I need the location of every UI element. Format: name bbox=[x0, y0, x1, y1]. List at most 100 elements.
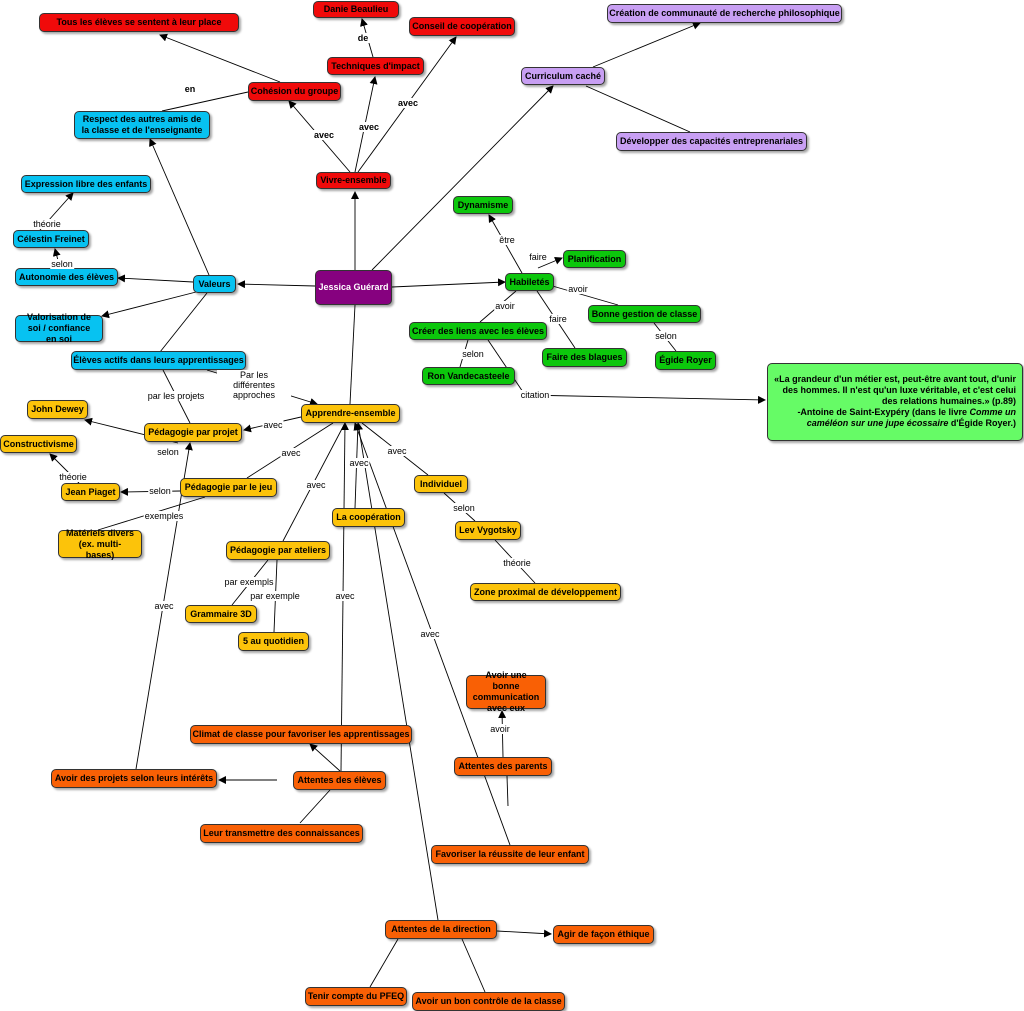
link-label-exemples: exemples bbox=[143, 511, 185, 521]
link-label-avoir-communication: avoir bbox=[489, 724, 511, 734]
node-john-dewey[interactable]: John Dewey bbox=[27, 400, 88, 419]
node-curriculum-cache[interactable]: Curriculum caché bbox=[521, 67, 605, 85]
node-planification[interactable]: Planification bbox=[563, 250, 626, 268]
node-jean-piaget[interactable]: Jean Piaget bbox=[61, 483, 120, 501]
node-expression-libre[interactable]: Expression libre des enfants bbox=[21, 175, 151, 193]
link-label-selon-vygotsky: selon bbox=[452, 503, 476, 513]
node-materiels-divers[interactable]: Matériels divers (ex. multi-bases) bbox=[58, 528, 142, 560]
connector-line-8 bbox=[592, 21, 701, 68]
link-label-avec-techniques: avec bbox=[357, 122, 381, 132]
connector-line-26 bbox=[524, 394, 766, 404]
node-projets-interets[interactable]: Avoir des projets selon leurs intérêts bbox=[51, 769, 217, 788]
node-tenir-compte-pfeq[interactable]: Tenir compte du PFEQ bbox=[305, 987, 407, 1006]
quote-source-prefix: -Antoine de Saint-Exypéry (dans le livre bbox=[797, 407, 970, 417]
node-pedagogie-par-ateliers[interactable]: Pédagogie par ateliers bbox=[226, 541, 330, 560]
node-egide-royer[interactable]: Égide Royer bbox=[655, 351, 716, 370]
node-attentes-parents[interactable]: Attentes des parents bbox=[454, 757, 552, 776]
connector-line-5 bbox=[161, 91, 249, 112]
connector-line-17 bbox=[391, 278, 506, 288]
connector-line-27 bbox=[349, 304, 356, 405]
node-jessica-guerard[interactable]: Jessica Guérard bbox=[315, 270, 392, 305]
connector-line-48 bbox=[309, 743, 341, 772]
node-pedagogie-par-projet[interactable]: Pédagogie par projet bbox=[144, 423, 242, 442]
link-label-par-exemple: par exemple bbox=[249, 591, 301, 601]
link-label-selon-piaget: selon bbox=[148, 486, 172, 496]
connector-line-14 bbox=[159, 292, 208, 353]
node-agir-ethique[interactable]: Agir de façon éthique bbox=[553, 925, 654, 944]
node-transmettre-connaissances[interactable]: Leur transmettre des connaissances bbox=[200, 824, 363, 843]
connector-line-20 bbox=[548, 284, 619, 306]
connector-line-51 bbox=[506, 775, 509, 807]
node-faire-des-blagues[interactable]: Faire des blagues bbox=[542, 348, 627, 367]
node-grammaire-3d[interactable]: Grammaire 3D bbox=[185, 605, 257, 623]
connector-line-19 bbox=[537, 257, 563, 269]
node-ron-vandecasteele[interactable]: Ron Vandecasteele bbox=[422, 367, 515, 385]
node-la-cooperation[interactable]: La coopération bbox=[332, 508, 405, 527]
link-label-avec-individuel: avec bbox=[386, 446, 408, 456]
connector-line-13 bbox=[101, 290, 201, 319]
node-valeurs[interactable]: Valeurs bbox=[193, 275, 236, 293]
node-lev-vygotsky[interactable]: Lev Vygotsky bbox=[455, 521, 521, 540]
link-label-avec-cooperation: avec bbox=[348, 458, 370, 468]
node-developper-capacites[interactable]: Développer des capacités entreprenariale… bbox=[616, 132, 807, 151]
link-label-theorie-freinet: théorie bbox=[32, 219, 62, 229]
link-label-selon-dewey: selon bbox=[156, 447, 180, 457]
link-label-en: en bbox=[183, 84, 197, 94]
link-label-avec-projet: avec bbox=[262, 420, 284, 430]
node-cohesion-groupe[interactable]: Cohésion du groupe bbox=[248, 82, 341, 101]
connector-line-52 bbox=[496, 929, 552, 938]
link-label-par-les-projets: par les projets bbox=[146, 391, 206, 401]
connector-line-50 bbox=[498, 710, 507, 758]
node-valorisation-soi[interactable]: Valorisation de soi / confiance en soi bbox=[15, 312, 103, 344]
node-attentes-eleves[interactable]: Attentes des élèves bbox=[293, 771, 386, 790]
node-constructivisme[interactable]: Constructivisme bbox=[0, 435, 77, 453]
connector-line-9 bbox=[585, 85, 691, 133]
link-label-theorie-zone: théorie bbox=[502, 558, 532, 568]
node-conseil-cooperation[interactable]: Conseil de coopération bbox=[409, 17, 515, 36]
link-label-selon-freinet: selon bbox=[50, 259, 74, 269]
node-respect-des-autres[interactable]: Respect des autres amis de la classe et … bbox=[74, 111, 210, 139]
node-creer-des-liens[interactable]: Créer des liens avec les élèves bbox=[409, 322, 547, 340]
node-eleves-actifs[interactable]: Élèves actifs dans leurs apprentissages bbox=[71, 351, 246, 370]
link-label-avoir-liens: avoir bbox=[494, 301, 516, 311]
node-tous-les-eleves[interactable]: Tous les élèves se sentent à leur place bbox=[39, 13, 239, 32]
quote-text: «La grandeur d'un métier est, peut-être … bbox=[774, 374, 1016, 406]
node-vivre-ensemble[interactable]: Vivre-ensemble bbox=[316, 172, 391, 189]
link-label-par-exempls: par exempls bbox=[223, 577, 275, 587]
link-label-avec-ateliers: avec bbox=[305, 480, 327, 490]
connector-line-49 bbox=[299, 789, 331, 824]
node-techniques-impact[interactable]: Techniques d'impact bbox=[327, 57, 424, 75]
node-climat-de-classe[interactable]: Climat de classe pour favoriser les appr… bbox=[190, 725, 412, 744]
node-apprendre-ensemble[interactable]: Apprendre-ensemble bbox=[301, 404, 400, 423]
node-zone-proximal[interactable]: Zone proximal de développement bbox=[470, 583, 621, 601]
link-label-de: de bbox=[356, 33, 370, 43]
node-bonne-gestion[interactable]: Bonne gestion de classe bbox=[588, 305, 701, 323]
link-label-avec-cohesion: avec bbox=[312, 130, 336, 140]
node-celestin-freinet[interactable]: Célestin Freinet bbox=[13, 230, 89, 248]
node-5-au-quotidien[interactable]: 5 au quotidien bbox=[238, 632, 309, 651]
node-bonne-communication[interactable]: Avoir une bonne communication avec eux bbox=[466, 670, 546, 713]
connector-line-54 bbox=[461, 938, 486, 993]
node-autonomie-eleves[interactable]: Autonomie des élèves bbox=[15, 268, 118, 286]
node-individuel[interactable]: Individuel bbox=[414, 475, 468, 493]
link-label-theorie-piaget: théorie bbox=[58, 472, 88, 482]
node-bon-controle[interactable]: Avoir un bon contrôle de la classe bbox=[412, 992, 565, 1011]
node-pedagogie-par-le-jeu[interactable]: Pédagogie par le jeu bbox=[180, 478, 277, 497]
link-label-avec-conseil: avec bbox=[396, 98, 420, 108]
connector-line-46 bbox=[355, 422, 439, 921]
node-habiletes[interactable]: Habiletés bbox=[505, 273, 554, 291]
node-attentes-direction[interactable]: Attentes de la direction bbox=[385, 920, 497, 939]
node-creation-communaute[interactable]: Création de communauté de recherche phil… bbox=[607, 4, 842, 23]
link-label-selon-ron: selon bbox=[461, 349, 485, 359]
node-favoriser-reussite[interactable]: Favoriser la réussite de leur enfant bbox=[431, 845, 589, 864]
link-label-avec-projets-interets: avec bbox=[153, 601, 175, 611]
link-label-citation: citation bbox=[519, 390, 551, 400]
node-citation-saint-exupery[interactable]: «La grandeur d'un métier est, peut-être … bbox=[767, 363, 1023, 441]
node-danie-beaulieu[interactable]: Danie Beaulieu bbox=[313, 1, 399, 18]
connector-line-10 bbox=[237, 280, 316, 289]
quote-source-suffix: d'Égide Royer.) bbox=[948, 418, 1016, 428]
node-dynamisme[interactable]: Dynamisme bbox=[453, 196, 513, 214]
connector-line-7 bbox=[371, 85, 554, 271]
